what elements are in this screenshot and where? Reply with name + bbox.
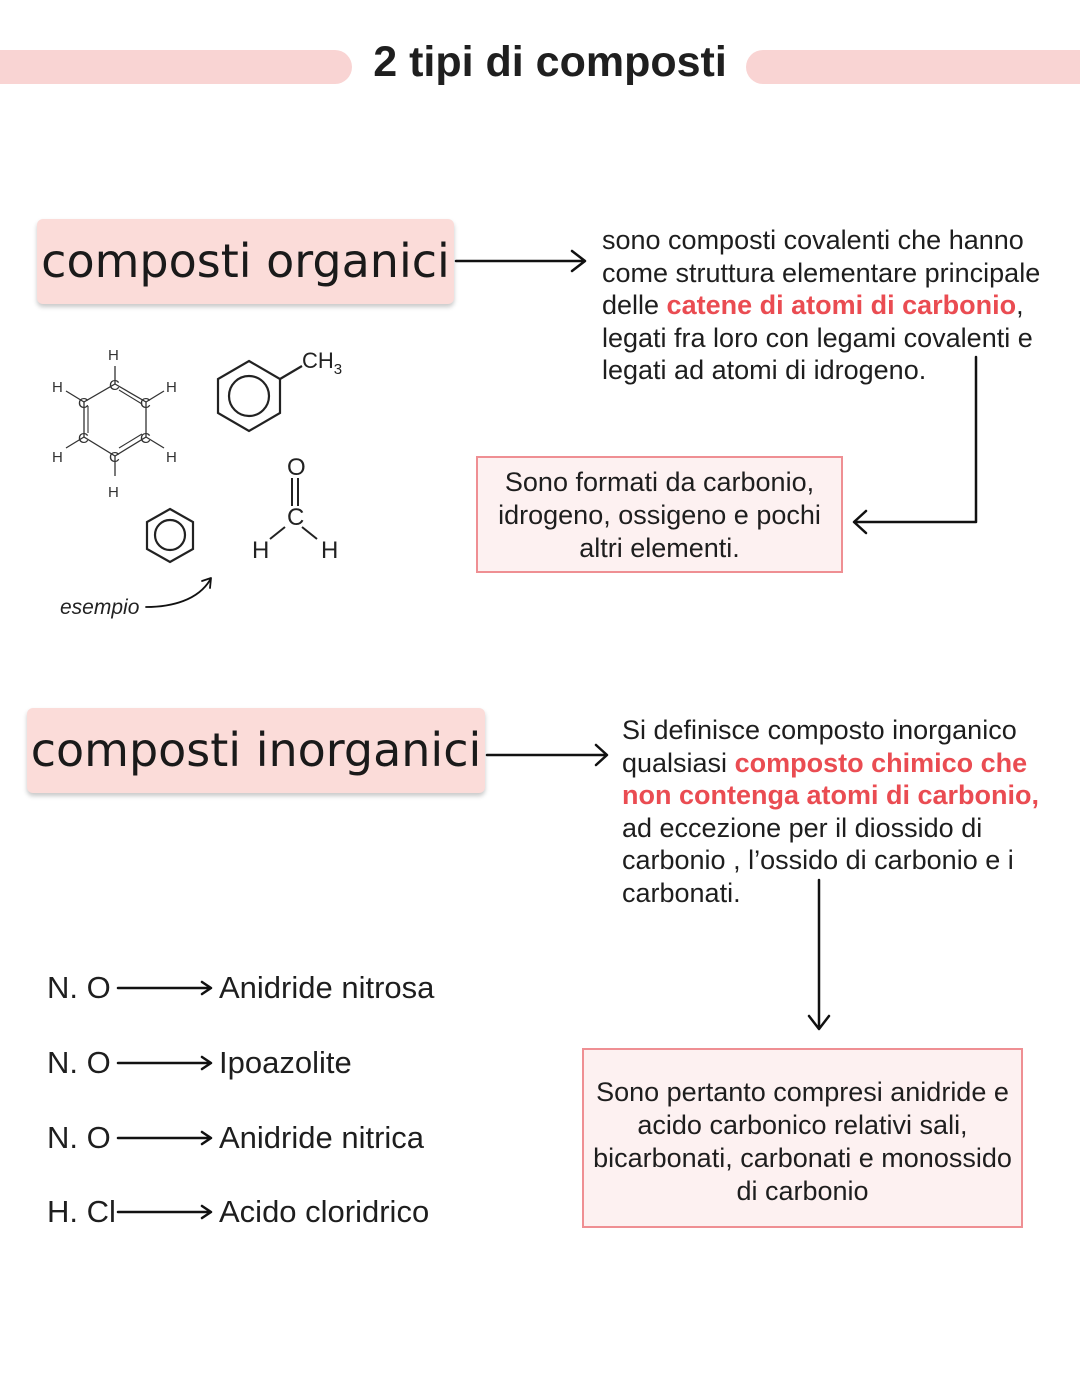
formula-row: N. O Ipoazolite [47, 1045, 352, 1080]
atom-label: H [321, 537, 338, 564]
title-bar-left [0, 50, 352, 84]
atom-label: C [140, 430, 151, 447]
atom-label: O [287, 454, 306, 481]
inorganic-heading: composti inorganici [27, 708, 485, 793]
formula-row: H. Cl Acido cloridrico [47, 1194, 430, 1229]
page-title: 2 tipi di composti [373, 38, 727, 86]
formula-arrow [116, 1055, 213, 1071]
title-bar-right [746, 50, 1080, 84]
formula-row: N. O Anidride nitrosa [47, 970, 435, 1005]
inorganic-included-box: Sono pertanto compresi anidride e acido … [582, 1048, 1023, 1228]
benzene-ring-formula [145, 507, 195, 564]
example-arrow [145, 577, 212, 608]
formaldehyde-formula [269, 478, 318, 540]
example-label: esempio [60, 596, 140, 619]
atom-label: H [52, 449, 63, 466]
atom-label: H [166, 379, 177, 396]
organic-definition: sono composti covalenti che hanno come s… [602, 225, 1041, 386]
formula-arrow [116, 1130, 213, 1146]
arrow-inorganic-definition [485, 743, 609, 767]
atom-label: C [78, 430, 89, 447]
atom-label: H [108, 484, 119, 501]
atom-label: C [109, 377, 120, 394]
atom-label: C [287, 504, 304, 531]
atom-label: H [166, 449, 177, 466]
formula-arrow [116, 1204, 213, 1220]
atom-label: H [52, 379, 63, 396]
methyl-label: CH3 [302, 348, 342, 378]
atom-label: C [109, 449, 120, 466]
inorganic-definition: Si definisce composto inorganico qualsia… [622, 715, 1040, 908]
atom-label: H [108, 347, 119, 364]
atom-label: C [140, 395, 151, 412]
organic-heading: composti organici [37, 219, 454, 304]
formula-arrow [116, 980, 213, 996]
formula-row: N. O Anidride nitrica [47, 1120, 425, 1155]
arrow-organic-definition [454, 249, 587, 273]
atom-label: C [78, 395, 89, 412]
organic-elements-box: Sono formati da carbonio, idrogeno, ossi… [476, 456, 843, 573]
toluene-formula [216, 359, 303, 433]
benzene-structural-formula [65, 366, 165, 476]
atom-label: H [252, 537, 269, 564]
